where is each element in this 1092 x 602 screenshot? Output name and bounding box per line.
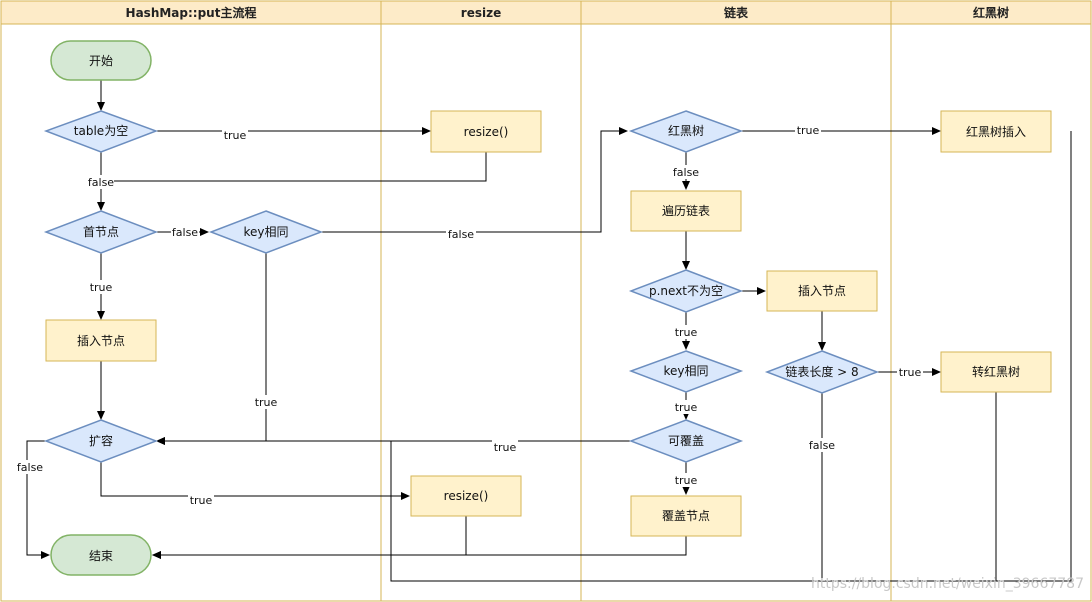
traverse-list-label: 遍历链表 bbox=[662, 203, 710, 218]
p-next-decision bbox=[628, 269, 744, 313]
p-next-label: p.next不为空 bbox=[649, 284, 723, 298]
label-bg bbox=[222, 127, 248, 141]
edge-label-key-same-main-false: false bbox=[448, 228, 474, 241]
to-rbtree-process bbox=[940, 351, 1052, 393]
label-bg bbox=[673, 473, 699, 487]
list-length-decision bbox=[764, 350, 880, 394]
end-terminal bbox=[50, 534, 152, 576]
to-rbtree-label: 转红黑树 bbox=[972, 364, 1020, 379]
edge-label-length-false: false bbox=[809, 439, 835, 452]
rbtree-insert-label: 红黑树插入 bbox=[966, 124, 1026, 139]
resize-1-process bbox=[430, 110, 542, 153]
resize-1-label: resize() bbox=[464, 125, 509, 139]
insert-node-main-label: 插入节点 bbox=[77, 334, 125, 348]
list-length-label: 链表长度 > 8 bbox=[785, 364, 858, 379]
table-empty-decision bbox=[43, 110, 159, 153]
key-same-list-label: key相同 bbox=[663, 364, 708, 378]
edge-label-first-node-false: false bbox=[172, 226, 198, 239]
start-terminal bbox=[50, 40, 152, 81]
lane-title-put: HashMap::put主流程 bbox=[126, 5, 257, 20]
lane-title-linked-list: 链表 bbox=[724, 5, 749, 20]
end-label: 结束 bbox=[89, 549, 113, 563]
label-bg bbox=[88, 280, 114, 294]
edge-label-table-empty-true: true bbox=[224, 129, 247, 142]
edge-label-rbtree-true: true bbox=[797, 124, 820, 137]
edge-label-rbtree-false: false bbox=[673, 166, 699, 179]
first-node-decision bbox=[43, 210, 159, 254]
edge-label-table-empty-false: false bbox=[88, 176, 114, 189]
expand-label: 扩容 bbox=[89, 433, 113, 448]
edge-labels: true false false true false true true fa… bbox=[15, 123, 923, 507]
insert-node-list-process bbox=[766, 270, 878, 312]
start-label: 开始 bbox=[89, 54, 113, 68]
can-overwrite-decision bbox=[628, 419, 744, 463]
edge-label-length-true: true bbox=[899, 366, 922, 379]
rbtree-decision bbox=[628, 110, 744, 153]
edge-label-key-same-main-true: true bbox=[255, 396, 278, 409]
overwrite-node-process bbox=[630, 495, 742, 537]
traverse-list-process bbox=[630, 190, 742, 232]
resize-2-process bbox=[410, 475, 522, 517]
label-bg bbox=[673, 325, 699, 339]
can-overwrite-label: 可覆盖 bbox=[668, 434, 704, 448]
label-bg bbox=[673, 400, 699, 414]
label-bg bbox=[171, 225, 199, 239]
lane-header-bar bbox=[0, 0, 1092, 25]
edge-resize-return bbox=[101, 152, 487, 182]
key-same-list-decision bbox=[628, 350, 744, 393]
lane-title-red-black-tree: 红黑树 bbox=[973, 5, 1009, 20]
label-bg bbox=[253, 395, 279, 409]
nodes: 开始 结束 table为空 首节点 key相同 扩容 插入节点 resize()… bbox=[43, 40, 1052, 576]
first-node-label: 首节点 bbox=[83, 225, 119, 239]
insert-node-list-label: 插入节点 bbox=[798, 284, 846, 298]
overwrite-node-label: 覆盖节点 bbox=[662, 509, 710, 523]
edge-label-can-overwrite-true: true bbox=[494, 441, 517, 454]
lane-title-resize: resize bbox=[461, 6, 501, 20]
label-bg bbox=[672, 165, 700, 179]
label-bg bbox=[492, 440, 518, 454]
edge-label-key-same-list-true: true bbox=[675, 401, 698, 414]
label-bg bbox=[446, 227, 476, 241]
edge-label-can-overwrite-true-2: true bbox=[675, 474, 698, 487]
edge-label-first-node-true: true bbox=[90, 281, 113, 294]
key-same-main-label: key相同 bbox=[243, 225, 288, 239]
label-bg bbox=[188, 492, 214, 506]
edge-label-p-next-true: true bbox=[675, 326, 698, 339]
insert-node-main-process bbox=[45, 319, 157, 362]
rbtree-insert-process bbox=[940, 110, 1052, 153]
label-bg bbox=[795, 123, 821, 137]
table-empty-label: table为空 bbox=[74, 124, 128, 138]
expand-decision bbox=[43, 419, 159, 463]
edge-expand-false bbox=[26, 440, 50, 559]
edges bbox=[26, 80, 1072, 582]
watermark-text: https://blog.csdn.net/weixin_39667787 bbox=[811, 576, 1084, 592]
label-bg bbox=[15, 460, 45, 474]
resize-2-label: resize() bbox=[444, 489, 489, 503]
edge-label-expand-false: false bbox=[17, 461, 43, 474]
rbtree-decision-label: 红黑树 bbox=[668, 123, 704, 138]
key-same-main-decision bbox=[208, 210, 324, 254]
edge-overwrite-to-end bbox=[152, 536, 687, 559]
label-bg bbox=[807, 438, 837, 452]
label-bg bbox=[897, 365, 923, 379]
label-bg bbox=[88, 175, 114, 189]
edge-rbtree-insert-return bbox=[390, 131, 1072, 582]
edge-expand-true bbox=[100, 462, 410, 500]
edge-label-expand-true: true bbox=[190, 494, 213, 507]
